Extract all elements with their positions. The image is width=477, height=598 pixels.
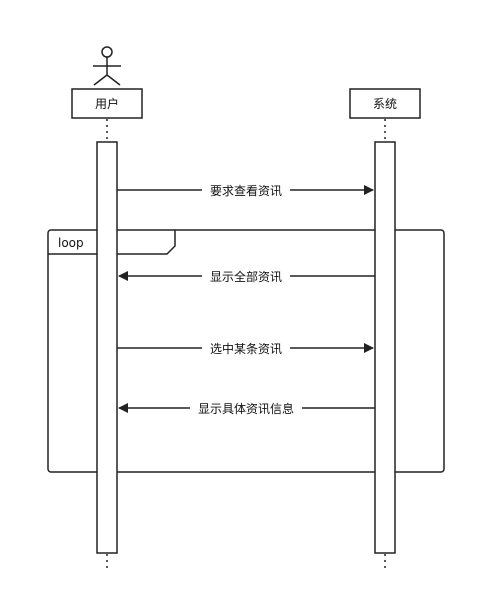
message-1-label: 要求查看资讯 (210, 184, 282, 198)
message-4: 显示具体资讯信息 (118, 400, 375, 416)
system-activation-bar (374, 141, 396, 554)
message-3: 选中某条资讯 (117, 340, 374, 356)
user-activation-bar (96, 141, 118, 554)
participant-system-label: 系统 (373, 97, 397, 111)
message-1: 要求查看资讯 (117, 182, 374, 198)
message-2: 显示全部资讯 (118, 268, 375, 284)
message-2-label: 显示全部资讯 (210, 269, 282, 284)
participant-user: 用户 (71, 88, 143, 119)
participant-system: 系统 (349, 88, 421, 119)
loop-operator-label: loop (58, 236, 84, 250)
message-4-label: 显示具体资讯信息 (198, 401, 294, 416)
message-3-label: 选中某条资讯 (210, 341, 282, 356)
user-actor-icon (93, 46, 121, 86)
participant-user-label: 用户 (95, 96, 119, 111)
